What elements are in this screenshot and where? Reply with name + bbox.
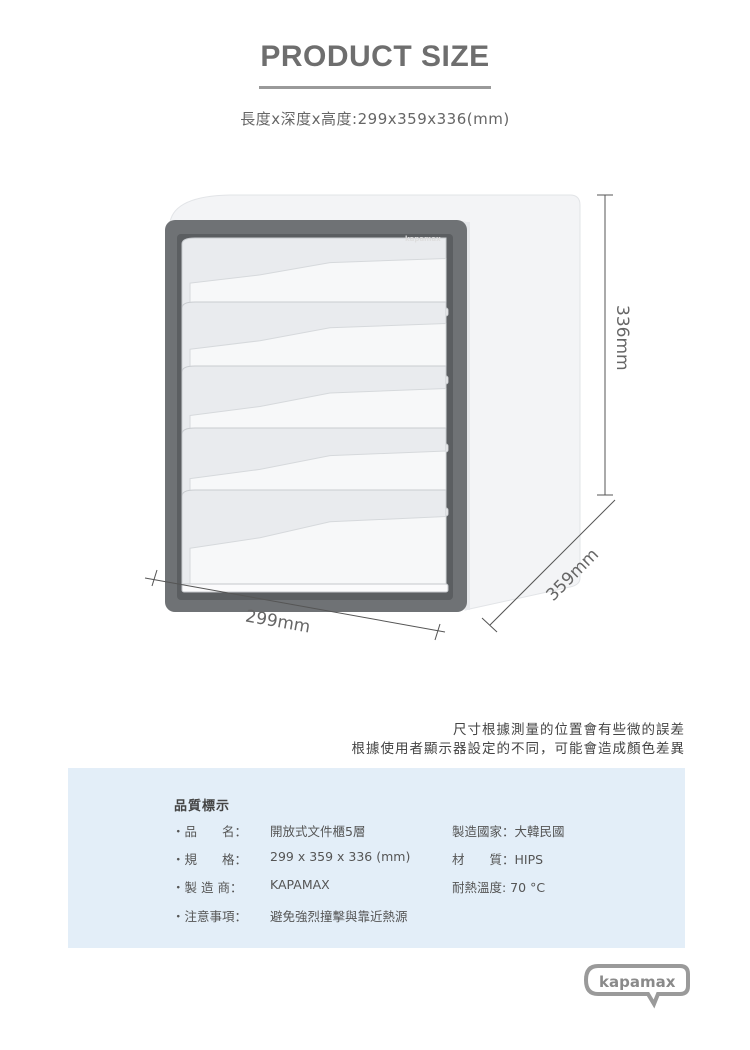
- row-value: 299 x 359 x 336 (mm): [270, 849, 411, 864]
- quality-label-box: 品質標示 ・品 名： 開放式文件櫃5層 製造國家：大韓民國 ・規 格： 299 …: [68, 768, 685, 948]
- row-key: ・製 造 商：: [172, 880, 243, 895]
- note-measurement: 尺寸根據測量的位置會有些微的誤差: [453, 722, 685, 738]
- row-value: KAPAMAX: [270, 877, 330, 892]
- row-value: 避免強烈撞擊與靠近熱源: [270, 909, 408, 924]
- note-color: 根據使用者顯示器設定的不同，可能會造成顏色差異: [351, 741, 685, 757]
- row-right: 材 質：HIPS: [452, 852, 544, 867]
- height-label: 336mm: [612, 305, 632, 371]
- row-key: ・注意事項：: [172, 909, 248, 924]
- row-key: ・規 格：: [172, 852, 248, 867]
- product-illustration: kapamax: [144, 194, 616, 641]
- logo-text: kapamax: [599, 973, 676, 991]
- quality-heading: 品質標示: [174, 799, 231, 814]
- kapamax-logo: kapamax: [583, 964, 690, 1009]
- row-right: 耐熱溫度: 70 °C: [452, 880, 546, 895]
- brand-mark: kapamax: [405, 235, 441, 243]
- drawer-tray[interactable]: [181, 489, 449, 593]
- row-value: 開放式文件櫃5層: [270, 824, 366, 839]
- page-title: PRODUCT SIZE: [260, 40, 490, 73]
- title-underline: [259, 86, 491, 89]
- row-right: 製造國家：大韓民國: [452, 824, 565, 839]
- dimensions-text: 長度x深度x高度:299x359x336(mm): [240, 110, 510, 128]
- row-key: ・品 名：: [172, 824, 248, 839]
